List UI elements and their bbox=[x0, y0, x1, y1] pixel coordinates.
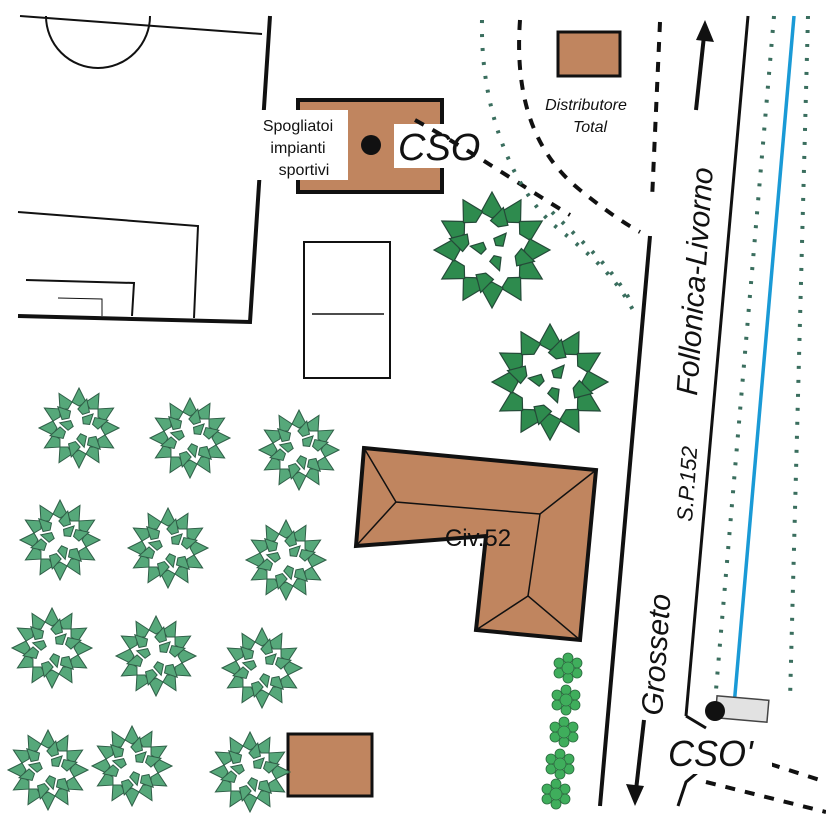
cso-prime-manhole-icon bbox=[705, 701, 725, 721]
sp152-label: S.P.152 bbox=[672, 445, 702, 522]
water-channel-line bbox=[732, 15, 796, 707]
distributore-building bbox=[556, 30, 622, 78]
service-area-dashed-line bbox=[414, 19, 662, 234]
small-building bbox=[286, 732, 374, 798]
spogliatoi-label-line1: Spogliatoi bbox=[263, 118, 333, 135]
cso-manhole-icon bbox=[361, 135, 381, 155]
roadside-green-dots bbox=[714, 15, 810, 701]
spogliatoi-label-line2: impianti bbox=[270, 140, 325, 157]
spogliatoi-label-box bbox=[248, 110, 348, 180]
grosseto-label: Grosseto bbox=[636, 593, 677, 717]
shrub-column bbox=[541, 652, 583, 810]
civ52-building bbox=[353, 445, 599, 643]
arrow-south-icon bbox=[626, 719, 646, 806]
distributore-label-line1: Distributore bbox=[545, 97, 627, 114]
football-field bbox=[17, 15, 272, 325]
spogliatoi-label-line3: sportivi bbox=[279, 162, 330, 179]
sports-court bbox=[303, 241, 391, 379]
arrow-north-icon bbox=[694, 20, 714, 111]
cso-prime-label: CSO' bbox=[668, 733, 754, 774]
road-sp152 bbox=[598, 15, 750, 807]
civ52-label: Civ.52 bbox=[445, 525, 511, 552]
cso-label-box bbox=[394, 124, 486, 168]
follonica-livorno-label: Follonica-Livorno bbox=[671, 166, 720, 396]
green-dotted-border bbox=[479, 19, 636, 313]
distributore-label-line2: Total bbox=[573, 119, 608, 136]
cso-prime-dashed-line bbox=[705, 762, 826, 814]
cso-prime-label-box bbox=[666, 730, 772, 774]
